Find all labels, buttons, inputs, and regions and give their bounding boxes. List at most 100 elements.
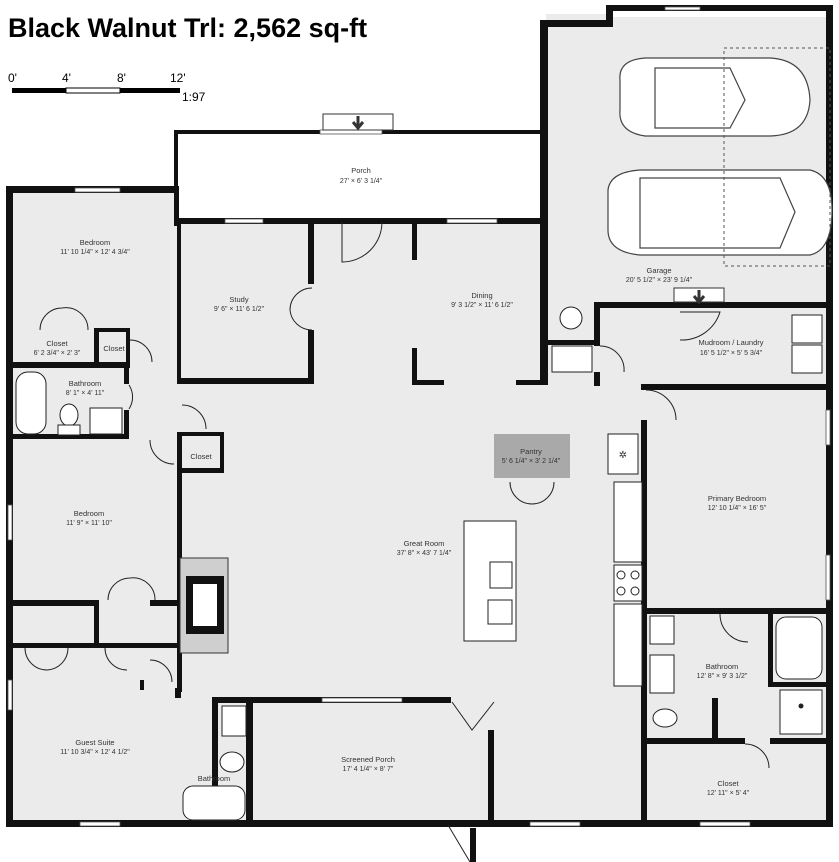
porch-floor — [177, 133, 546, 220]
window-great-bottom — [529, 821, 581, 827]
dining-dim: 9' 3 1/2" × 11' 6 1/2" — [451, 302, 513, 309]
dining-name: Dining — [471, 291, 492, 300]
wall-bath1-right-top — [124, 368, 129, 384]
scale-ratio: 1:97 — [182, 90, 206, 104]
scale-segment-3 — [120, 88, 180, 93]
toilet-1-icon — [59, 403, 79, 427]
door-primary — [645, 389, 677, 421]
window-dining — [446, 218, 498, 224]
great-room-dim: 37' 8" × 43' 7 1/4" — [397, 550, 452, 557]
wall-garage-top-left — [540, 20, 612, 27]
sink-guest-icon — [221, 705, 247, 737]
mudroom-dim: 16' 5 1/2" × 5' 5 3/4" — [700, 350, 763, 357]
bathroom1-name: Bathroom — [69, 379, 102, 388]
scale-tick-12: 12' — [170, 71, 186, 85]
wall-garage-left — [540, 20, 548, 385]
fixtures: ✲ — [15, 306, 823, 821]
garage-name: Garage — [646, 266, 671, 275]
floors — [12, 5, 832, 825]
window-screened-top — [321, 697, 403, 703]
counter-upper — [613, 481, 643, 563]
wall-closet-small-top — [99, 328, 129, 332]
wall-screened-right — [488, 730, 494, 825]
wall-study-right-top — [308, 224, 314, 284]
island-sink-icon — [489, 561, 513, 589]
wall-study-bottom — [177, 378, 313, 384]
bathroom-guest-name: Bathroom — [198, 774, 231, 783]
toilet-1-tank — [57, 424, 81, 436]
wall-bed1-right-top — [174, 186, 179, 226]
closet1-dim: 6' 2 3/4" × 2' 3" — [34, 350, 81, 357]
wall-closet-mid — [94, 328, 99, 364]
door-pantry — [509, 481, 555, 505]
wall-closet-row-bottom — [12, 643, 177, 648]
primary-closet-floor — [645, 742, 830, 824]
wall-study-right-bottom — [308, 330, 314, 384]
garage-entry-arrow-icon — [692, 290, 706, 305]
wall-bed2-bottom-right — [150, 600, 180, 606]
primary-dim: 12' 10 1/4" × 16' 5" — [708, 505, 767, 512]
door-screened-out — [447, 824, 471, 862]
wall-hall-closet-bottom — [182, 468, 224, 473]
washer-icon — [791, 314, 823, 344]
guest-suite-name: Guest Suite — [75, 738, 114, 747]
wall-screened-left — [246, 697, 253, 827]
wall-bath-vanity — [712, 698, 718, 744]
entry-markers — [322, 113, 725, 305]
wall-mudroom-top — [596, 302, 831, 308]
toilet-guest-icon — [219, 751, 245, 773]
scale-bar: 0' 4' 8' 12' 1:97 — [8, 71, 206, 104]
window-study — [224, 218, 264, 224]
wall-bath1-bottom — [12, 434, 127, 439]
window-bed2 — [7, 504, 13, 541]
scale-tick-8: 8' — [117, 71, 126, 85]
dining-floor — [312, 222, 546, 387]
wall-dining-bottom-left — [412, 380, 444, 385]
guest-floor — [12, 647, 217, 822]
wall-primary-closet-top — [645, 738, 745, 744]
windows — [7, 6, 831, 827]
wall-primary-left — [641, 420, 647, 827]
doors — [24, 221, 770, 862]
door-closet-bed2 — [107, 577, 156, 601]
wall-screened-bottom-right — [470, 828, 476, 862]
car-2-cabin — [639, 177, 796, 249]
shower-icon — [779, 689, 823, 735]
window-closet-bottom — [699, 821, 751, 827]
window-primary-2 — [825, 554, 831, 601]
wall-shower-left — [768, 614, 773, 684]
screened-porch-dim: 17' 4 1/4" × 8' 7" — [343, 766, 394, 773]
door-bath1 — [128, 384, 133, 410]
door-primary-bath — [719, 613, 749, 643]
door-primary-closet — [744, 743, 770, 769]
fireplace-opening — [193, 584, 217, 626]
window-primary-1 — [825, 409, 831, 446]
window-garage — [664, 6, 701, 11]
wall-closet-row-mid — [94, 600, 99, 646]
screened-porch-name: Screened Porch — [341, 755, 395, 764]
dishwasher-icon — [487, 599, 513, 625]
scale-segment-1 — [12, 88, 66, 93]
great-room-name: Great Room — [404, 539, 445, 548]
door-closet-guest-1 — [24, 647, 69, 671]
cars — [607, 47, 833, 267]
refrigerator-icon — [607, 433, 639, 475]
door-garage-mudroom — [679, 311, 721, 341]
window-bed1 — [74, 187, 121, 193]
door-guest — [149, 659, 173, 683]
hall-floor — [127, 330, 182, 440]
bathroom-primary-name: Bathroom — [706, 662, 739, 671]
room-labels: Porch 27' × 6' 3 1/4" Bedroom 11' 10 1/4… — [34, 166, 767, 797]
wall-right — [826, 265, 833, 825]
guest-suite-dim: 11' 10 3/4" × 12' 4 1/2" — [60, 749, 130, 756]
wall-guest-bath-left — [212, 697, 218, 787]
burner-2 — [630, 570, 640, 580]
bedroom2-floor — [12, 437, 177, 607]
burner-3 — [616, 586, 626, 596]
study-name: Study — [229, 295, 248, 304]
wall-shower-top — [768, 682, 830, 687]
mudroom-name: Mudroom / Laundry — [698, 338, 763, 347]
shower-drain — [798, 703, 804, 709]
wall-hall-closet-top — [182, 432, 222, 436]
